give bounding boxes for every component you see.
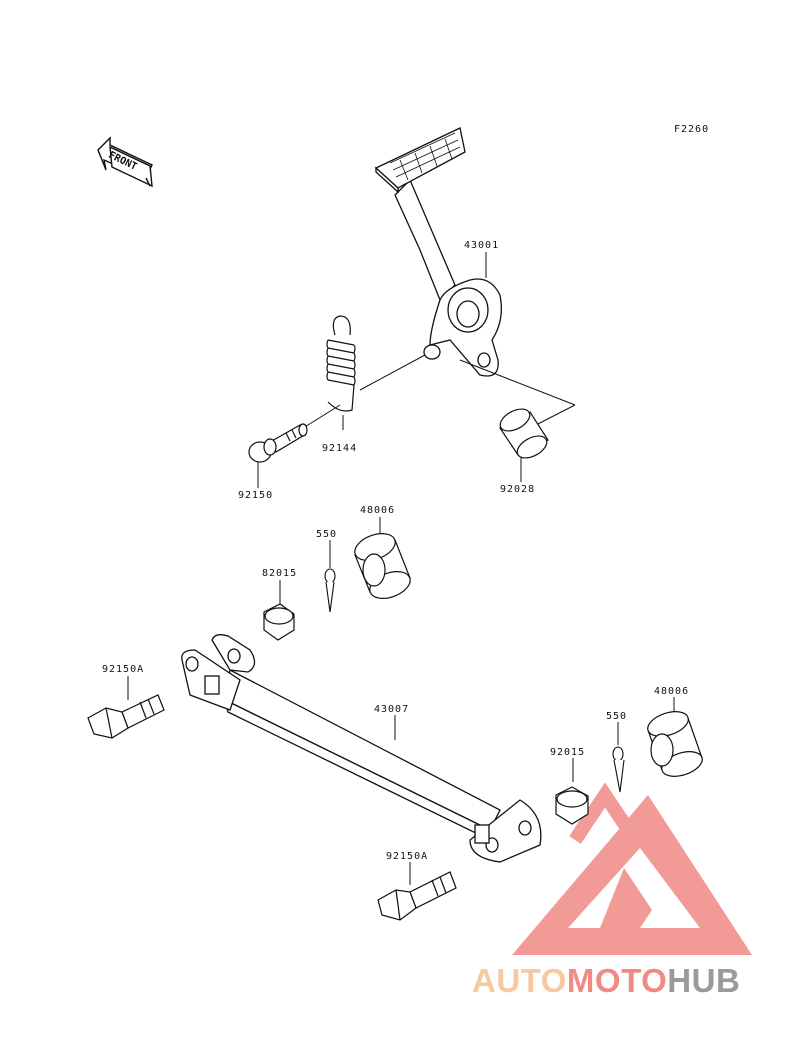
bushing-92028	[499, 408, 549, 459]
bolt-92150A-left	[87, 694, 165, 739]
spring-92144	[326, 315, 356, 412]
part-label-48006-right: 48006	[654, 686, 690, 697]
watermark-logo-icon	[512, 782, 752, 955]
watermark-text: AUTOMOTOHUB	[472, 962, 740, 1000]
collar-48006-right	[647, 711, 703, 777]
figure-code-label: F2260	[674, 124, 710, 135]
nut-92015	[555, 786, 589, 825]
brake-pedal-43001	[374, 127, 503, 377]
rod-43007	[181, 634, 542, 863]
part-label-550-top: 550	[316, 529, 338, 540]
part-label-550-right: 550	[606, 711, 628, 722]
part-label-43007: 43007	[374, 704, 410, 715]
part-label-92144: 92144	[322, 443, 358, 454]
bolt-92150A-bottom	[377, 871, 457, 921]
front-arrow-icon	[97, 136, 153, 188]
part-label-92150A-bottom: 92150A	[386, 851, 429, 862]
cotter-pin-550-right	[612, 746, 625, 793]
part-label-48006-top: 48006	[360, 505, 396, 516]
watermark-moto: MOTO	[566, 962, 668, 999]
watermark-auto: AUTO	[472, 962, 567, 999]
watermark-hub: HUB	[667, 962, 741, 999]
nut-82015	[263, 603, 295, 641]
part-label-82015: 82015	[262, 568, 298, 579]
cotter-pin-550-top	[324, 568, 336, 613]
bolt-92150	[248, 423, 308, 463]
collar-48006-top	[354, 533, 411, 599]
part-label-92028: 92028	[500, 484, 536, 495]
part-label-92015: 92015	[550, 747, 586, 758]
part-label-92150: 92150	[238, 490, 274, 501]
part-label-92150A-left: 92150A	[102, 664, 145, 675]
part-label-43001: 43001	[464, 240, 500, 251]
